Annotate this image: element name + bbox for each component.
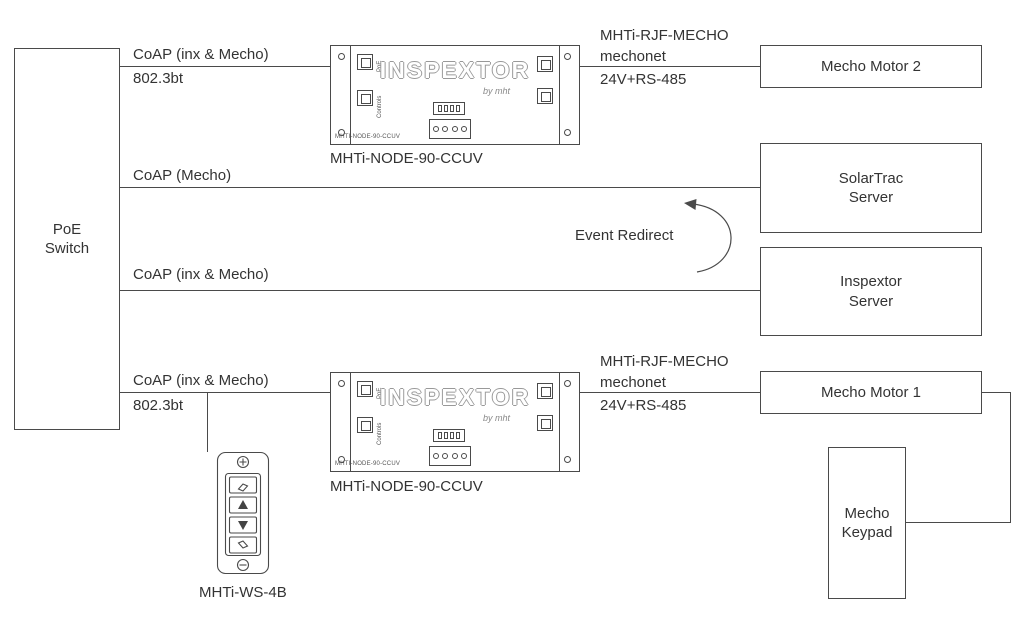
screw-hole-icon [338, 380, 345, 387]
keypad-button-raise [228, 496, 258, 514]
screw-hole-icon [564, 456, 571, 463]
poe-switch-label-line1: PoE [52, 220, 82, 238]
keypad-faceplate [224, 472, 262, 557]
rj45-port-controls-icon [357, 417, 373, 433]
dip-switch-icon [433, 429, 465, 442]
inspextor-server-label-line1: Inspextor [840, 273, 902, 290]
arrowhead-icon [684, 199, 697, 210]
inspextor-logo: INSPEXTOR [379, 384, 531, 410]
label-rjf-mecho-top-line1: MHTi-RJF-MECHO [600, 27, 729, 44]
label-coap-bottom: CoAP (inx & Mecho) [133, 372, 269, 389]
keypad-button-lower [228, 516, 258, 534]
flange-separator [559, 46, 560, 144]
raise-icon [238, 500, 248, 509]
mecho-motor-2-label: Mecho Motor 2 [820, 57, 922, 75]
mecho-motor-2-box: Mecho Motor 2 [760, 45, 982, 88]
terminal-block-icon [429, 446, 471, 466]
wire-motor1-to-keypad-horizontal [906, 522, 1011, 523]
solartrac-server-box: SolarTrac Server [760, 143, 982, 233]
solartrac-server-label-line2: Server [848, 189, 894, 206]
label-8023bt-top: 802.3bt [133, 70, 184, 87]
keypad-plate [216, 451, 270, 575]
screw-minus-icon [236, 558, 250, 572]
rj45-port-poe-icon [357, 54, 373, 70]
node-device-bottom: PoE Controls INSPEXTOR by mht MHTI-NODE-… [330, 372, 580, 472]
wire-node-bottom-to-motor1 [580, 392, 760, 393]
screw-hole-icon [564, 380, 571, 387]
wire-drop-to-wall-switch [207, 393, 208, 452]
flange-separator [559, 373, 560, 471]
node-top-caption: MHTi-NODE-90-CCUV [330, 150, 483, 167]
wall-switch-caption: MHTi-WS-4B [199, 584, 287, 601]
inspextor-logo: INSPEXTOR [379, 57, 531, 83]
wire-poe-to-node-bottom [120, 392, 330, 393]
rj45-port-poe-icon [357, 381, 373, 397]
screw-hole-icon [564, 129, 571, 136]
label-coap-mid: CoAP (inx & Mecho) [133, 266, 269, 283]
inspextor-server-label-line2: Server [848, 292, 894, 310]
label-rs485-bottom: 24V+RS-485 [600, 397, 687, 414]
solartrac-server-label-line1: SolarTrac [838, 169, 904, 187]
rj45-port-out-icon [537, 383, 553, 399]
mecho-keypad-box: Mecho Keypad [828, 447, 906, 599]
screw-hole-icon [338, 456, 345, 463]
wire-poe-to-inspextor [120, 290, 760, 291]
mecho-keypad-label-line2: Keypad [841, 524, 893, 541]
screw-hole-icon [564, 53, 571, 60]
port-controls-label: Controls [377, 95, 383, 118]
mecho-keypad-label-line1: Mecho [844, 504, 890, 522]
wall-switch-keypad [216, 451, 270, 575]
screw-hole-icon [338, 53, 345, 60]
label-8023bt-bottom: 802.3bt [133, 397, 184, 414]
mecho-motor-1-box: Mecho Motor 1 [760, 371, 982, 414]
event-redirect-arrow-icon [684, 199, 732, 273]
label-coap-mecho: CoAP (Mecho) [133, 167, 232, 184]
label-rjf-mecho-bottom-line2: mechonet [600, 374, 666, 391]
screw-plus-icon [236, 455, 250, 469]
poe-switch-box: PoE Switch [14, 48, 120, 430]
label-coap-top: CoAP (inx & Mecho) [133, 46, 269, 63]
port-controls-label: Controls [377, 422, 383, 445]
device-model-text: MHTI-NODE-90-CCUV [335, 134, 401, 140]
keypad-button-tilt-close [228, 536, 258, 554]
lower-icon [238, 521, 248, 530]
keypad-button-tilt-open [228, 476, 258, 494]
label-rs485-top: 24V+RS-485 [600, 71, 687, 88]
terminal-block-icon [429, 119, 471, 139]
tilt-open-icon [237, 483, 249, 492]
mecho-motor-1-label: Mecho Motor 1 [820, 383, 922, 401]
wire-motor1-to-keypad-vertical [1010, 392, 1011, 523]
dip-switch-icon [433, 102, 465, 115]
screw-hole-icon [338, 129, 345, 136]
label-rjf-mecho-top-line2: mechonet [600, 48, 666, 65]
inspextor-logo-byline: by mht [483, 86, 511, 96]
wire-poe-to-node-top [120, 66, 330, 67]
poe-switch-label-line2: Switch [44, 240, 90, 257]
node-device-top: PoE Controls INSPEXTOR by mht MHTI-NODE-… [330, 45, 580, 145]
wire-motor1-stub [982, 392, 1011, 393]
flange-separator [350, 373, 351, 471]
wire-node-top-to-motor2 [580, 66, 760, 67]
inspextor-server-box: Inspextor Server [760, 247, 982, 336]
inspextor-logo-byline: by mht [483, 413, 511, 423]
tilt-close-icon [237, 540, 249, 549]
wire-poe-to-solartrac [120, 187, 760, 188]
flange-separator [350, 46, 351, 144]
node-bottom-caption: MHTi-NODE-90-CCUV [330, 478, 483, 495]
rj45-port-out-icon [537, 56, 553, 72]
label-rjf-mecho-bottom-line1: MHTi-RJF-MECHO [600, 353, 729, 370]
device-model-text: MHTI-NODE-90-CCUV [335, 461, 401, 467]
rj45-port-out-icon [537, 415, 553, 431]
rj45-port-out-icon [537, 88, 553, 104]
label-event-redirect: Event Redirect [575, 227, 674, 244]
rj45-port-controls-icon [357, 90, 373, 106]
